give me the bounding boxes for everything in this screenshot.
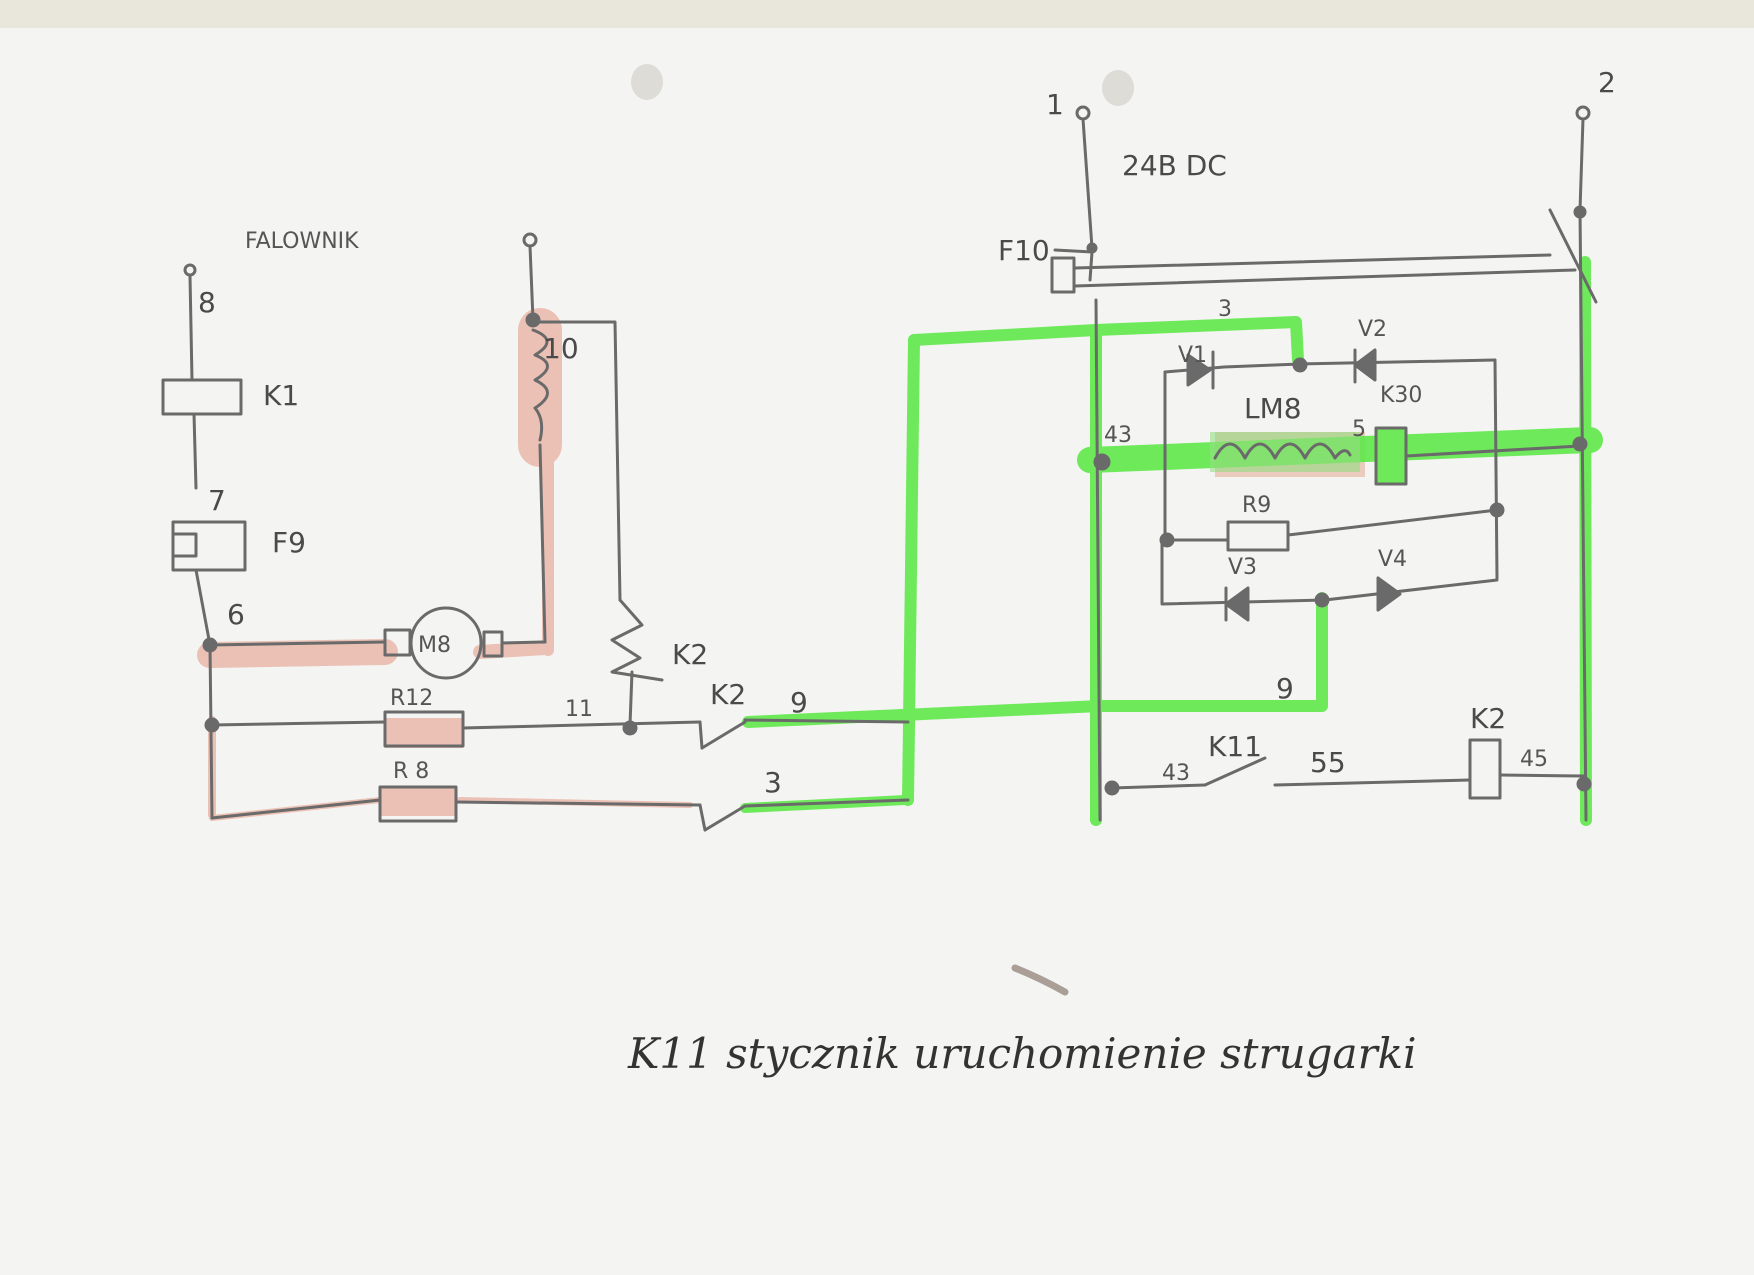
label-v1: V1 — [1178, 343, 1207, 368]
label-f9: F9 — [272, 526, 306, 559]
label-k2-right: K2 — [1470, 702, 1506, 735]
label-node-5: 5 — [1352, 417, 1366, 442]
label-k30: K30 — [1380, 383, 1422, 408]
label-v3: V3 — [1228, 555, 1257, 580]
labels: FALOWNIK 8 K1 7 F9 6 M8 10 R12 11 K2 K2 … — [198, 66, 1616, 799]
label-node-3-top: 3 — [1218, 297, 1232, 322]
label-node-11: 11 — [565, 697, 593, 722]
punch-hole — [631, 64, 663, 100]
label-k1: K1 — [263, 379, 299, 412]
punch-hole — [1102, 70, 1134, 106]
smudge-mark — [1011, 964, 1069, 996]
label-m8: M8 — [418, 633, 451, 658]
label-node-45: 45 — [1520, 747, 1548, 772]
label-k2-contact: K2 — [710, 678, 746, 711]
pencil-lines — [161, 105, 1598, 832]
label-lm8: LM8 — [1244, 392, 1302, 425]
label-terminal-1: 1 — [1046, 88, 1064, 121]
label-node-10: 10 — [543, 332, 579, 365]
label-node-7: 7 — [208, 484, 226, 517]
label-node-55: 55 — [1310, 746, 1346, 779]
label-v4: V4 — [1378, 547, 1407, 572]
label-k2-coil: K2 — [672, 638, 708, 671]
label-node-9-left: 9 — [790, 686, 808, 719]
label-node-3-left: 3 — [764, 766, 782, 799]
caption: K11 stycznik uruchomienie strugarki — [627, 1029, 1417, 1078]
label-r12: R12 — [390, 686, 433, 711]
label-node-43-bottom: 43 — [1162, 761, 1190, 786]
label-node-8: 8 — [198, 286, 216, 319]
label-node-9-right: 9 — [1276, 672, 1294, 705]
label-node-43-top: 43 — [1104, 423, 1132, 448]
label-r8: R 8 — [393, 759, 429, 784]
label-supply: 24B DC — [1122, 149, 1227, 182]
label-k11: K11 — [1208, 730, 1262, 763]
label-terminal-2: 2 — [1598, 66, 1616, 99]
label-falownik: FALOWNIK — [245, 229, 359, 254]
label-v2: V2 — [1358, 317, 1387, 342]
label-r9: R9 — [1242, 493, 1271, 518]
label-f10: F10 — [998, 234, 1050, 267]
label-node-6: 6 — [227, 598, 245, 631]
